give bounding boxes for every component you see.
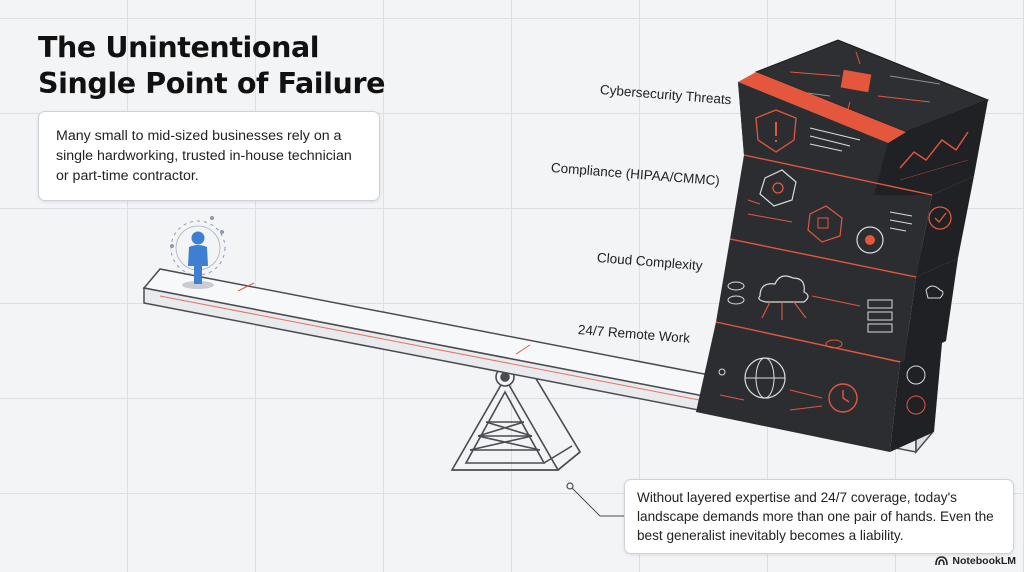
title-line-1: The Unintentional xyxy=(38,31,320,64)
conclusion-card-text: Without layered expertise and 24/7 cover… xyxy=(637,490,994,543)
cube-cybersecurity xyxy=(738,39,990,195)
callout-connector xyxy=(566,482,624,517)
page-title: The Unintentional Single Point of Failur… xyxy=(38,30,385,102)
intro-card-text: Many small to mid-sized businesses rely … xyxy=(56,128,352,184)
cube-stack xyxy=(696,39,990,452)
conclusion-card: Without layered expertise and 24/7 cover… xyxy=(624,479,1014,554)
technician-person-icon xyxy=(170,216,226,289)
intro-card: Many small to mid-sized businesses rely … xyxy=(38,111,380,201)
title-line-2: Single Point of Failure xyxy=(38,67,386,100)
brand-name: NotebookLM xyxy=(952,555,1016,567)
brand-watermark: NotebookLM xyxy=(935,555,1016,567)
notebooklm-logo-icon xyxy=(935,556,949,566)
